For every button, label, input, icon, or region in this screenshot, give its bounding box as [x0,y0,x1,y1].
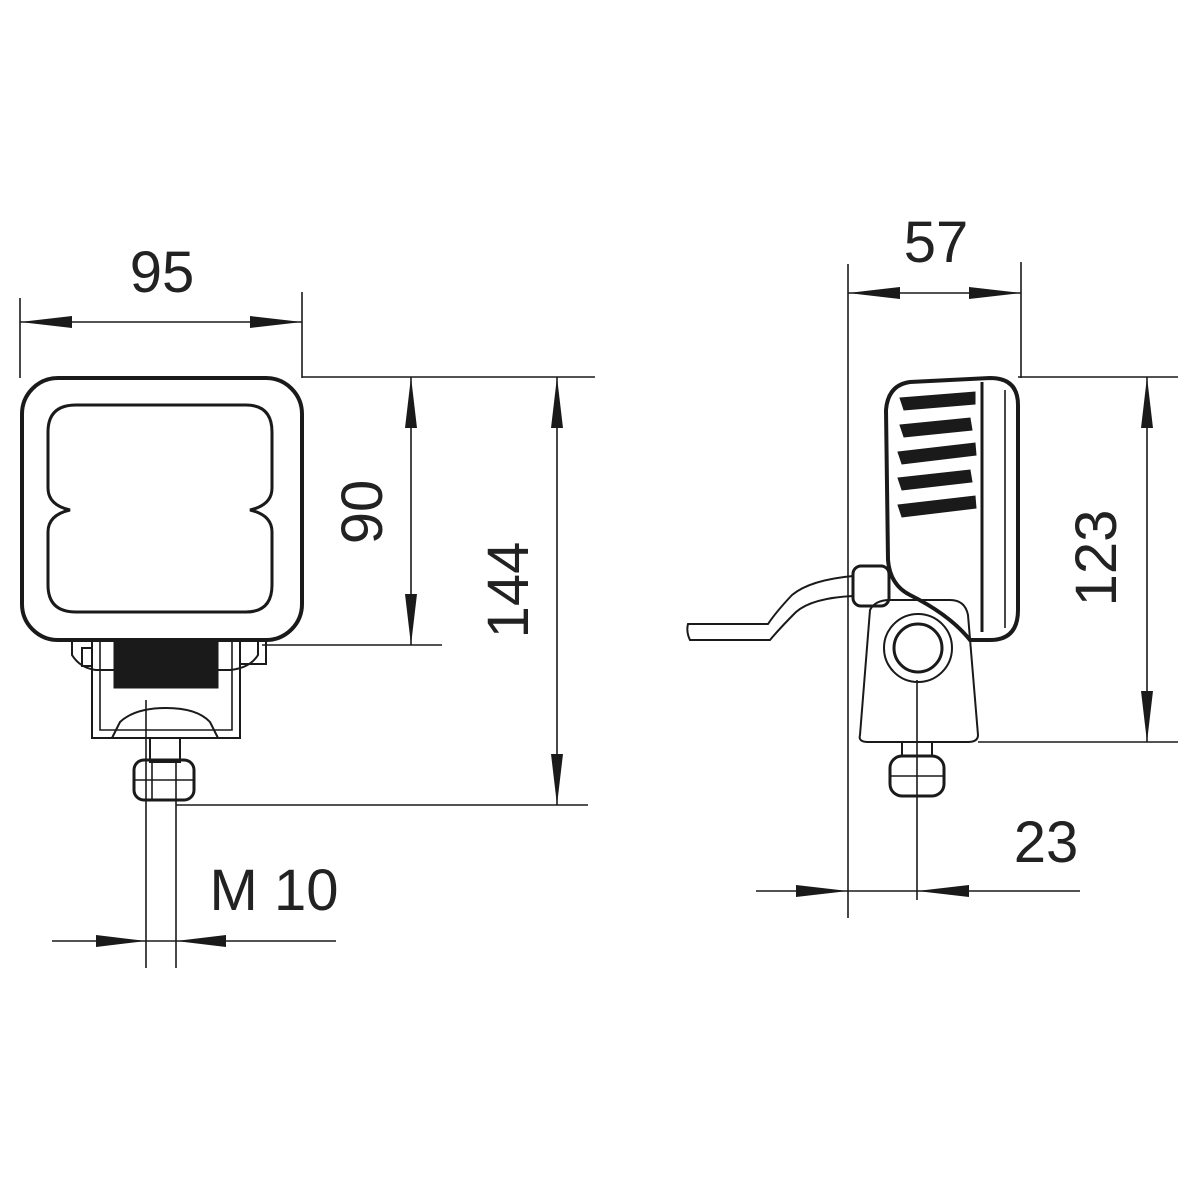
arrow-m10-right [176,935,226,947]
dimension-57: 57 [847,210,1022,918]
dimension-m10: M 10 [52,858,338,947]
arrow-90-bottom [405,594,417,645]
front-lens [46,403,274,614]
front-bottom-boss [111,706,219,739]
front-view [20,376,304,968]
dimension-label-90: 90 [330,480,395,545]
dimension-95: 95 [19,240,303,378]
arrow-95-right [250,316,302,328]
dimension-label-123: 123 [1064,510,1129,607]
side-pivot-ring [883,613,953,683]
arrow-m10-left [96,935,146,947]
dimension-label-m10: M 10 [210,858,339,923]
front-bolt-shank [149,737,181,763]
side-cooling-fins [897,391,977,518]
dimension-123: 123 [978,376,1178,743]
arrow-90-top [405,377,417,428]
dimension-label-144: 144 [476,542,541,639]
arrow-57-right [969,287,1021,299]
side-cable [686,575,854,641]
dimension-90: 90 [262,376,595,646]
side-housing [883,375,1020,642]
dimension-23: 23 [756,810,1080,897]
front-connector-block [113,639,219,689]
side-view [686,375,1020,900]
dimension-label-57: 57 [904,210,969,275]
dimension-label-23: 23 [1014,810,1079,875]
side-pivot-bolt [892,622,944,674]
arrow-95-left [20,316,72,328]
arrow-23-right [917,885,969,897]
front-side-nut-right [239,639,267,665]
arrow-123-bottom [1141,691,1153,742]
arrow-144-top [551,377,563,428]
front-side-nut-left [81,647,93,667]
dimension-label-95: 95 [130,240,195,305]
arrow-23-left [796,885,848,897]
side-cable-gland [851,564,891,608]
arrow-57-left [848,287,900,299]
dimension-144: 144 [176,377,588,806]
side-mount-foot [858,599,980,743]
arrow-123-top [1141,377,1153,428]
arrow-144-bottom [551,754,563,805]
front-bracket-inner [99,640,233,731]
